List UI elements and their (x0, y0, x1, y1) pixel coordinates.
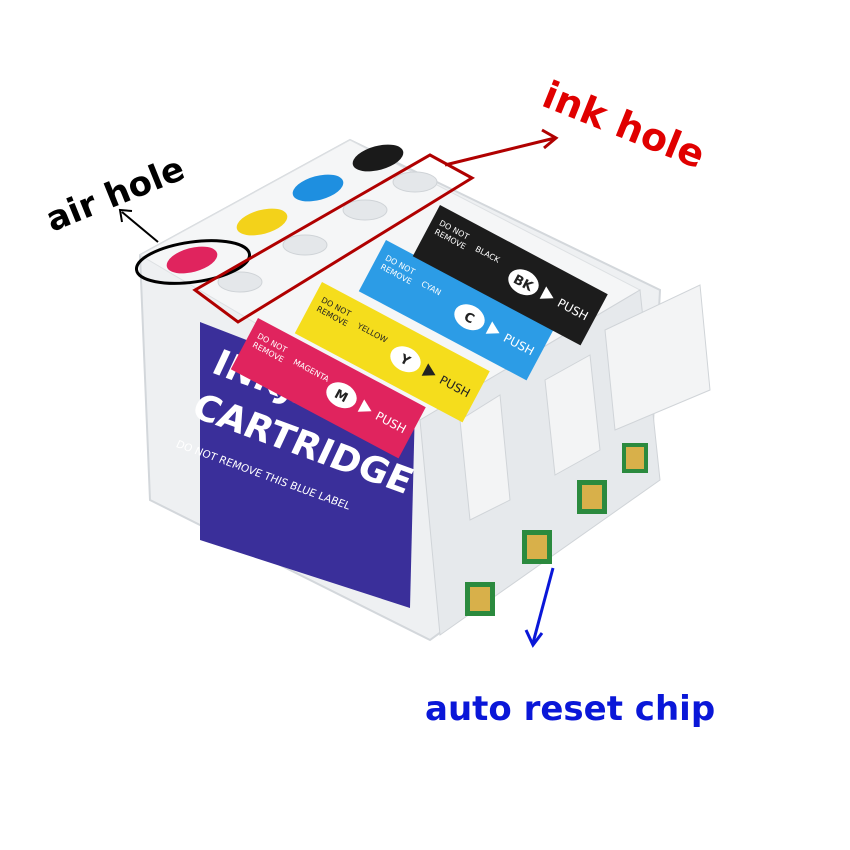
chip-annotation: auto reset chip (425, 567, 715, 729)
cap-magenta (166, 246, 218, 274)
chips (465, 443, 648, 616)
cap-cyan (292, 174, 344, 202)
label-letter: M (332, 387, 350, 406)
ink-hole-label: ink hole (537, 73, 712, 178)
air-hole-label: air hole (40, 149, 190, 241)
cap-yellow (236, 208, 288, 236)
cap-black (352, 144, 404, 172)
chip-label: auto reset chip (425, 689, 715, 729)
